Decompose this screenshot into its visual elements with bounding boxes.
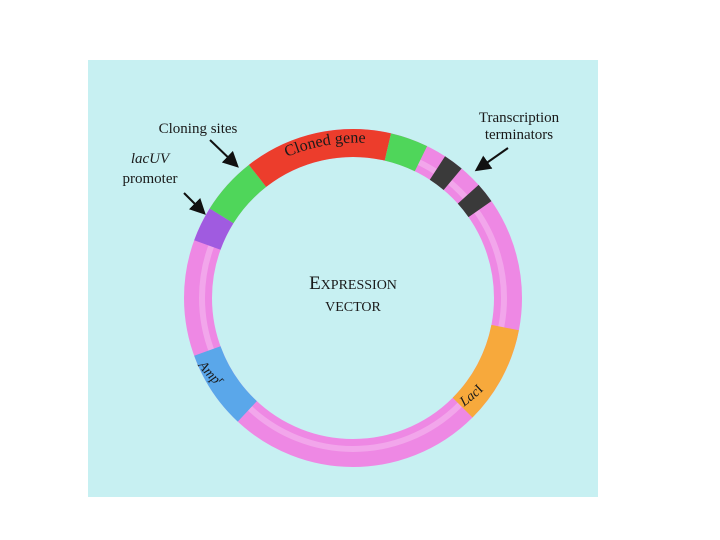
segment-laci (452, 324, 519, 418)
terminators-arrow (474, 147, 509, 172)
segment-terminator-1 (429, 156, 462, 191)
title-line-1: EXPRESSION (309, 273, 397, 294)
segment-cloning-site-left (209, 164, 267, 224)
title-cap: E (309, 273, 321, 294)
segment-promoter (194, 208, 234, 251)
cloning-sites-label: Cloning sites (159, 121, 238, 137)
terminators-label: terminators (485, 127, 553, 143)
promoter-label: promoter (123, 171, 178, 187)
promoter-arrow (183, 192, 206, 215)
cloning-sites-arrow (209, 139, 239, 168)
title-line-2: VECTOR (325, 300, 381, 315)
segment-terminator-2 (457, 184, 492, 218)
segment-cloning-site-right (384, 133, 428, 172)
lacuv-italic: lac (131, 151, 150, 167)
transcription-label: Transcription (479, 110, 560, 126)
lacuv-rest: UV (149, 151, 171, 167)
plasmid-ring (184, 129, 522, 467)
segment-ampr (194, 345, 258, 422)
title-rest: XPRESSION (321, 278, 397, 293)
segment-cloned-gene (248, 129, 392, 188)
ampr-sup: r (216, 375, 226, 386)
lacuv-label: lacUV (131, 151, 171, 167)
